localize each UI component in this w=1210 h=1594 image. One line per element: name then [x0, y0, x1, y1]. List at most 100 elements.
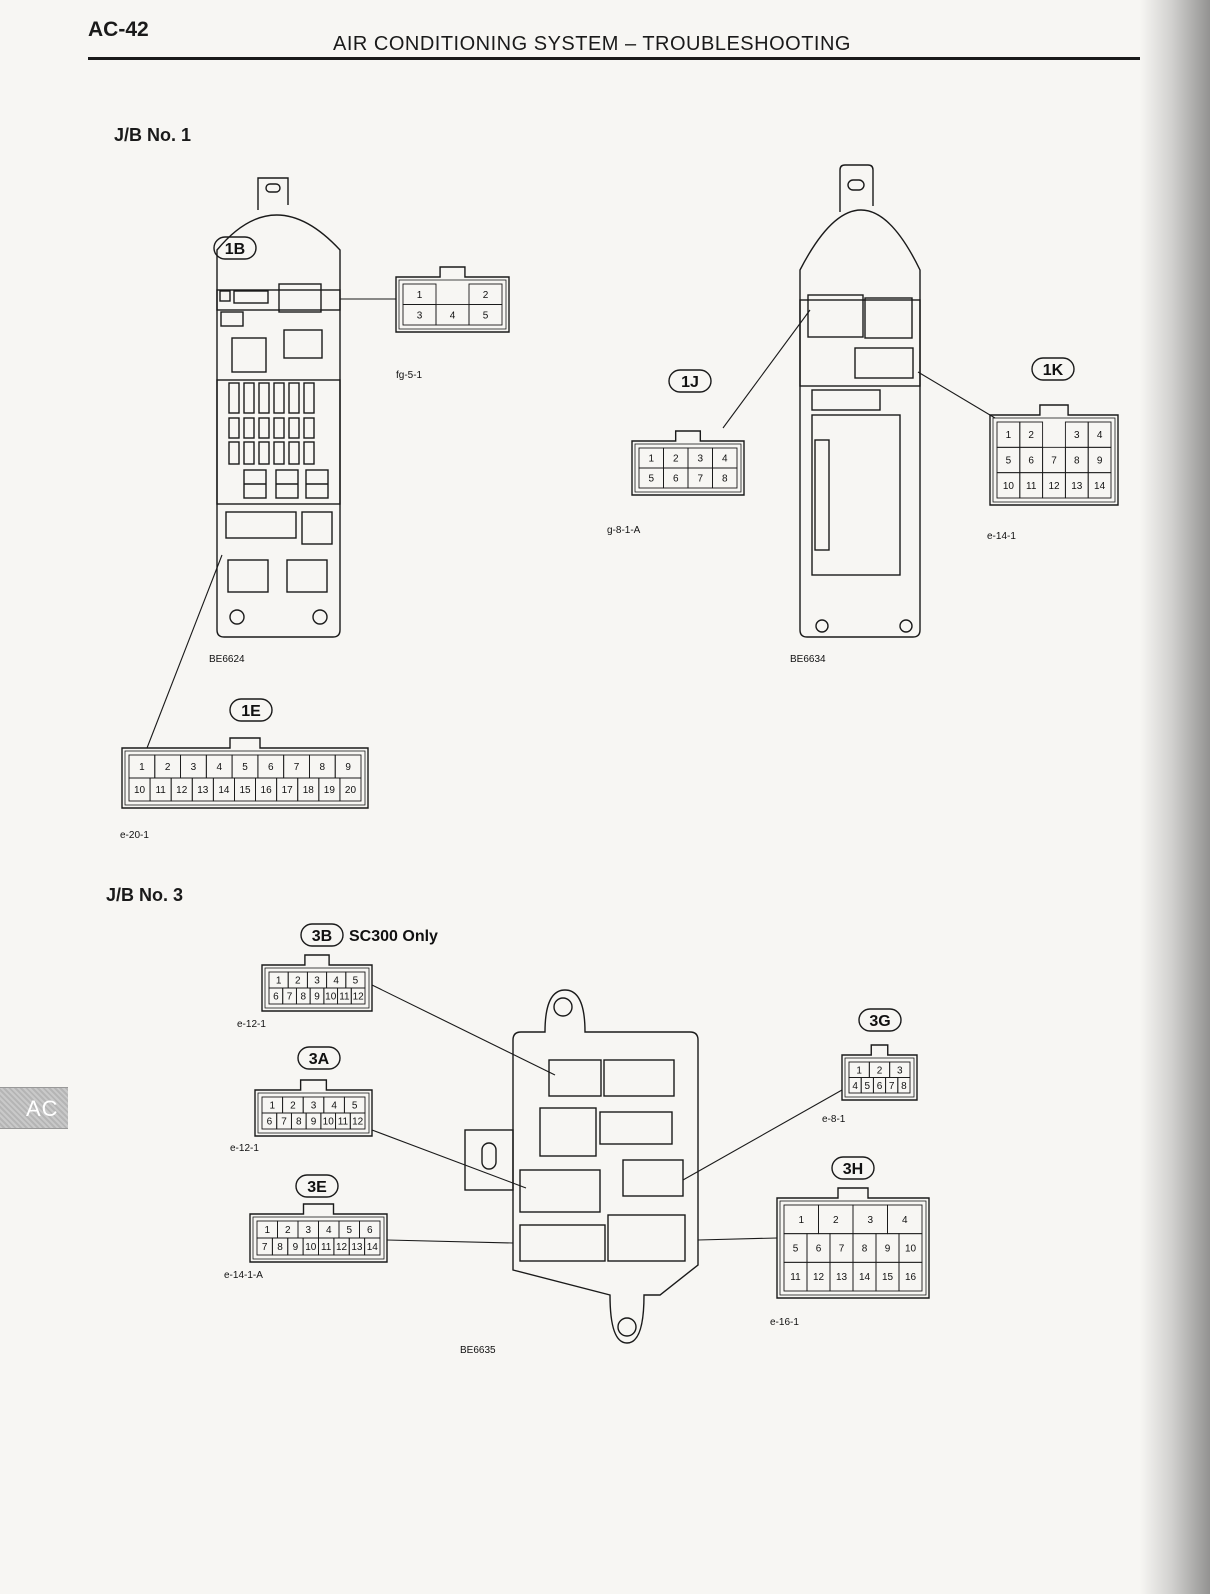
pin-number: 4: [450, 310, 456, 321]
connector-id-badge: [831, 1156, 875, 1180]
pin-number: 10: [905, 1244, 917, 1255]
pin-number: 1: [276, 976, 282, 987]
pin-number: 5: [483, 310, 489, 321]
pin-number: 6: [267, 1117, 273, 1128]
connector-body: [249, 1203, 388, 1263]
connector-body: [841, 1044, 918, 1101]
pin-number: 4: [331, 1101, 337, 1112]
pin-number: 11: [321, 1242, 332, 1253]
connector-body: [121, 737, 369, 809]
pin-number: 3: [697, 454, 703, 465]
pin-cavity: [468, 304, 503, 326]
pin-number: 10: [325, 992, 337, 1003]
pin-number: 2: [483, 290, 489, 301]
pin-number: 12: [813, 1272, 825, 1283]
code-be6635: BE6635: [460, 1345, 496, 1356]
pin-number: 10: [1003, 481, 1015, 492]
section-side-tab[interactable]: AC: [0, 1087, 68, 1129]
page-edge-shadow: [1140, 0, 1210, 1594]
header-rule: [88, 57, 1140, 60]
pin-number: 10: [323, 1117, 335, 1128]
pin-number: 9: [314, 992, 320, 1003]
pin-number: 13: [197, 785, 209, 796]
pin-number: 2: [295, 976, 301, 987]
connector-body: [254, 1079, 373, 1137]
fuse-row-top: [228, 382, 315, 465]
pin-number: 11: [338, 1117, 349, 1128]
pin-number: 16: [905, 1272, 917, 1283]
pin-number: 5: [793, 1244, 799, 1255]
pin-number: 2: [673, 454, 679, 465]
pin-number: 3: [417, 310, 423, 321]
connector-inner-frame: [844, 1057, 915, 1098]
pin-number: 12: [1048, 481, 1060, 492]
pin-number: 2: [285, 1225, 291, 1236]
pin-number: 8: [862, 1244, 868, 1255]
page-number: AC-42: [88, 18, 149, 41]
pin-number: 4: [216, 762, 222, 773]
connector-id-label: 3A: [309, 1051, 330, 1068]
junction-block-be6635: [464, 989, 699, 1344]
pin-number: 11: [155, 785, 166, 796]
pin-number: 13: [351, 1242, 363, 1253]
pin-number: 14: [218, 785, 230, 796]
pin-number: 8: [722, 474, 728, 485]
pin-number: 18: [303, 785, 315, 796]
pin-number: 7: [262, 1242, 268, 1253]
pin-cavity: [364, 1237, 381, 1256]
pin-number: 4: [902, 1215, 908, 1226]
pin-number: 7: [889, 1081, 895, 1092]
pin-number: 6: [673, 474, 679, 485]
code-be6634: BE6634: [790, 654, 826, 665]
connector-id-badge: [229, 698, 273, 722]
pin-number: 3: [311, 1101, 317, 1112]
pin-number: 10: [305, 1242, 317, 1253]
pin-number: 13: [836, 1272, 848, 1283]
connector-id-label: 3H: [843, 1161, 863, 1178]
pin-number: 6: [877, 1081, 883, 1092]
pin-number: 14: [367, 1242, 379, 1253]
pin-number: 8: [301, 992, 307, 1003]
connector-id-badge: [858, 1008, 902, 1032]
pin-number: 1: [264, 1225, 270, 1236]
pin-number: 12: [336, 1242, 348, 1253]
pin-cavity: [712, 467, 738, 489]
connector-id-badge: [1031, 357, 1075, 381]
pin-number: 1: [1006, 430, 1012, 441]
pin-number: 5: [648, 474, 654, 485]
pin-number: 4: [326, 1225, 332, 1236]
pin-number: 17: [282, 785, 294, 796]
pin-number: 5: [352, 1101, 358, 1112]
connector-id-label: 3B: [312, 928, 332, 945]
pin-number: 14: [859, 1272, 871, 1283]
side-tab-label: AC: [26, 1096, 59, 1121]
connector-id-label: 3G: [869, 1013, 890, 1030]
pin-number: 6: [268, 762, 274, 773]
pin-number: 5: [1006, 456, 1012, 467]
pin-number: 9: [311, 1117, 317, 1128]
pin-number: 5: [242, 762, 248, 773]
pin-number: 11: [790, 1272, 801, 1283]
pin-number: 12: [176, 785, 188, 796]
pin-number: 12: [353, 992, 365, 1003]
pin-number: 15: [882, 1272, 894, 1283]
pin-cavity: [1087, 472, 1112, 499]
pin-number: 5: [346, 1225, 352, 1236]
pin-number: 2: [877, 1065, 883, 1076]
pin-number: 9: [885, 1244, 891, 1255]
pin-number: 14: [1094, 481, 1106, 492]
pin-cavity: [350, 987, 366, 1005]
junction-block-be6634: [799, 164, 921, 638]
connector-id-label: 1B: [225, 241, 245, 258]
pin-number: 9: [1097, 456, 1103, 467]
